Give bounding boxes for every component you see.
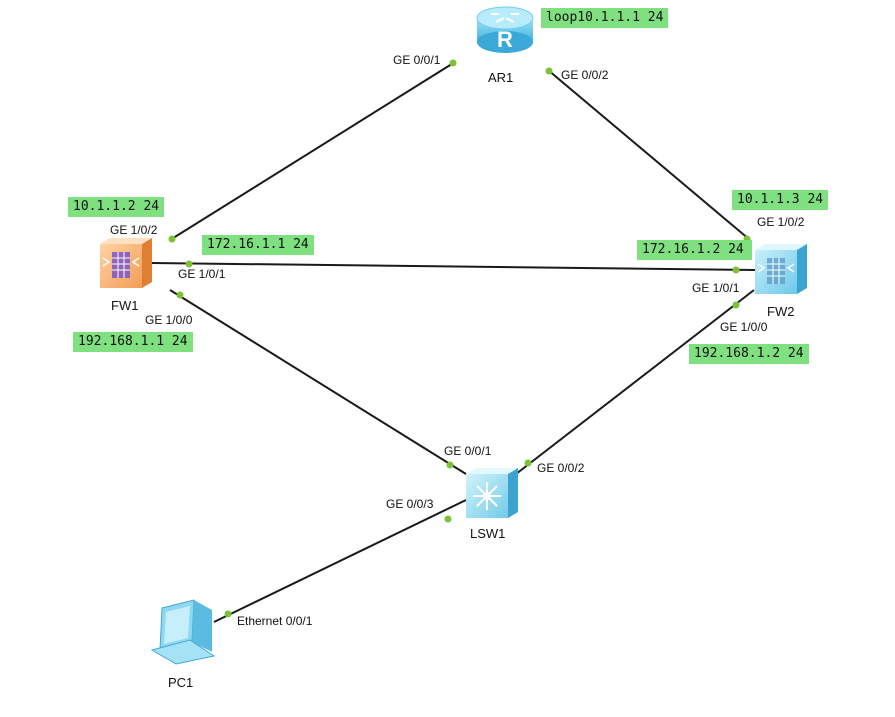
port-dot-fw2-ge101[interactable]: [732, 266, 740, 274]
port-dot-fw1-ge102[interactable]: [168, 235, 176, 243]
port-label-ar1-ge002: GE 0/0/2: [561, 68, 609, 82]
link-fw2-lsw1[interactable]: [515, 289, 755, 475]
port-label-fw2-ge102: GE 1/0/2: [757, 215, 805, 229]
port-label-fw1-ge101: GE 1/0/1: [178, 267, 226, 281]
port-label-fw2-ge100: GE 1/0/0: [720, 320, 768, 334]
ip-label-fw1-ge101: 172.16.1.1 24: [202, 235, 314, 255]
router-icon[interactable]: R: [476, 6, 534, 53]
port-dot-lsw1-ge002[interactable]: [524, 459, 532, 467]
ip-label-fw1-ge102: 10.1.1.2 24: [68, 197, 165, 217]
device-label-pc1: PC1: [168, 675, 193, 690]
port-label-lsw1-ge001: GE 0/0/1: [444, 444, 492, 458]
port-label-ar1-ge001: GE 0/0/1: [393, 53, 441, 67]
port-label-lsw1-ge002: GE 0/0/2: [537, 461, 585, 475]
port-dot-fw1-ge100[interactable]: [176, 291, 184, 299]
port-dot-fw2-ge100[interactable]: [732, 301, 740, 309]
port-label-lsw1-ge003: GE 0/0/3: [386, 497, 434, 511]
port-dot-fw1-ge101[interactable]: [185, 260, 193, 268]
link-fw1-fw2[interactable]: [151, 262, 756, 271]
ip-label-fw2-ge100: 192.168.1.2 24: [689, 344, 809, 364]
ip-label-fw2-ge101: 172.16.1.2 24: [637, 240, 752, 260]
link-fw1-lsw1[interactable]: [169, 289, 467, 475]
link-fw1-ar1[interactable]: [169, 61, 456, 241]
svg-text:R: R: [497, 27, 513, 52]
ip-label-ar1-loopback: loop10.1.1.1 24: [541, 8, 669, 28]
link-ar1-fw2[interactable]: [547, 69, 751, 241]
firewall-icon[interactable]: [755, 244, 807, 294]
firewall-icon[interactable]: [100, 238, 152, 288]
port-dot-lsw1-ge003[interactable]: [444, 515, 452, 523]
device-label-fw1: FW1: [111, 298, 138, 313]
port-dot-ar1-ge001[interactable]: [449, 59, 457, 67]
device-label-lsw1: LSW1: [470, 526, 505, 541]
ip-label-fw1-ge100: 192.168.1.1 24: [73, 332, 193, 352]
port-dot-lsw1-ge001[interactable]: [446, 461, 454, 469]
device-label-ar1: AR1: [488, 70, 513, 85]
port-label-pc1-eth001: Ethernet 0/0/1: [237, 614, 313, 628]
switch-icon[interactable]: [466, 468, 518, 518]
port-dot-ar1-ge002[interactable]: [545, 67, 553, 75]
link-lsw1-pc1[interactable]: [213, 499, 467, 623]
ip-label-fw2-ge102: 10.1.1.3 24: [732, 190, 829, 210]
port-label-fw2-ge101: GE 1/0/1: [692, 281, 740, 295]
device-label-fw2: FW2: [767, 304, 794, 319]
port-label-fw1-ge102: GE 1/0/2: [110, 223, 158, 237]
port-label-fw1-ge100: GE 1/0/0: [145, 313, 193, 327]
pc-icon[interactable]: [150, 599, 216, 665]
port-dot-pc1-eth001[interactable]: [224, 610, 232, 618]
